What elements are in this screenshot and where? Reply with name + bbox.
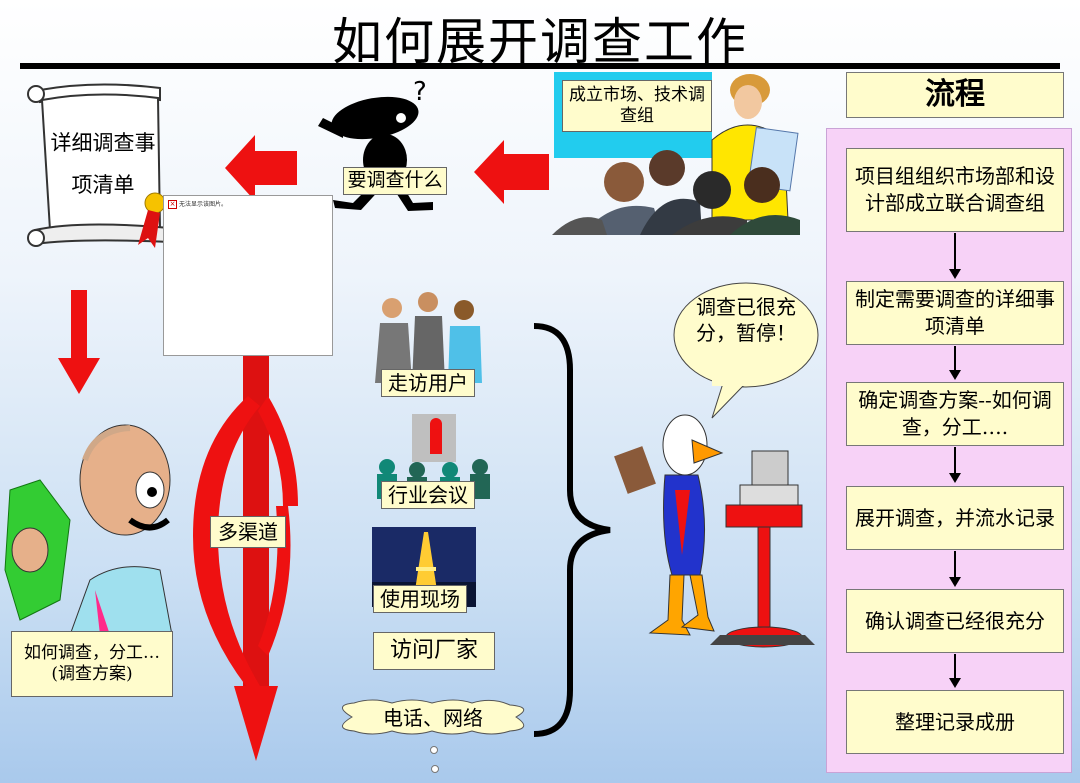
red-arrow-left-icon: [474, 140, 549, 204]
thinker-question-illustration: ?: [318, 78, 433, 211]
team-label: 成立市场、技术调查组: [562, 80, 712, 132]
multi-channel-label: 多渠道: [210, 516, 286, 548]
broken-image-text: 无法显示该图片。: [179, 201, 228, 208]
broken-image-icon: ×: [168, 200, 177, 209]
page-title: 如何展开调查工作: [332, 13, 748, 71]
flow-arrow-1: [949, 233, 961, 279]
duck-computer-illustration: [614, 414, 815, 648]
channel-visit-users: 走访用户: [381, 369, 475, 397]
flow-arrow-2: [949, 346, 961, 380]
what-to-survey-label: 要调查什么: [343, 167, 447, 195]
scroll-text: 详细调查事项清单: [50, 131, 156, 197]
svg-text:?: ?: [413, 78, 427, 107]
cloud-shape: [342, 699, 525, 735]
scroll-illustration: [27, 83, 170, 248]
flow-step-1: 项目组组织市场部和设计部成立联合调查组: [846, 148, 1064, 232]
flow-arrow-5: [949, 654, 961, 688]
flow-step-5: 确认调查已经很充分: [846, 589, 1064, 653]
channel-industry-meeting: 行业会议: [381, 481, 475, 509]
flow-arrow-4: [949, 551, 961, 587]
flow-step-3: 确定调查方案--如何调查，分工….: [846, 382, 1064, 446]
professor-papers-illustration: [4, 424, 173, 635]
multi-channel-red-arrow-icon: [193, 356, 298, 761]
ellipsis-dot-1: [430, 746, 438, 754]
channel-field-site: 使用现场: [373, 585, 467, 613]
flow-title: 流程: [846, 72, 1064, 118]
flow-step-4: 展开调查，并流水记录: [846, 486, 1064, 550]
red-arrow-left-2-icon: [225, 135, 297, 201]
flow-arrow-3: [949, 447, 961, 483]
ellipsis-dot-2: [431, 765, 439, 773]
channel-phone-network: 电话、网络: [383, 706, 483, 730]
flow-panel: [826, 128, 1072, 773]
flow-step-2: 制定需要调查的详细事项清单: [846, 281, 1064, 345]
plan-label: 如何调查，分工…(调查方案): [11, 631, 173, 697]
broken-image-placeholder: × 无法显示该图片。: [163, 195, 333, 356]
title-underline: [20, 63, 1060, 69]
red-arrow-down-icon: [58, 290, 100, 394]
speech-bubble-text: 调查已很充分，暂停！: [696, 295, 796, 345]
speech-bubble: [673, 282, 819, 419]
visit-users-illustration: [375, 292, 482, 383]
flow-step-6: 整理记录成册: [846, 690, 1064, 754]
channel-visit-manufacturers: 访问厂家: [373, 632, 495, 670]
curly-brace-icon: [533, 323, 611, 737]
